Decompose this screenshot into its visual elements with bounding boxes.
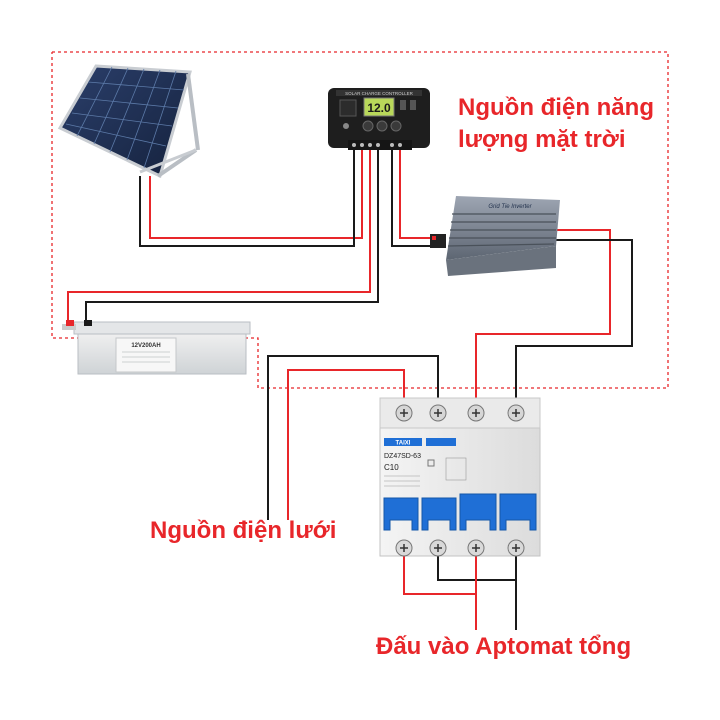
wire-controller-inverter-red xyxy=(399,150,440,239)
charge-controller: SOLAR CHARGE CONTROLLER 12.0 xyxy=(328,88,430,150)
breaker-brand-text: TAIXI xyxy=(396,441,411,447)
solar-panel xyxy=(57,64,200,179)
breaker-rating-text: C10 xyxy=(384,463,399,472)
wire-output-1 xyxy=(403,556,477,630)
solar-source-label: Nguồn điện năng lượng mặt trời xyxy=(458,92,654,156)
controller-header-text: SOLAR CHARGE CONTROLLER xyxy=(345,91,414,96)
controller-display-text: 12.0 xyxy=(367,101,391,115)
wire-controller-battery-black xyxy=(85,150,379,326)
battery: 12V200AH xyxy=(62,320,251,375)
wire-inverter-breaker-red xyxy=(475,229,611,402)
main-breaker-input-label: Đấu vào Aptomat tổng xyxy=(376,633,632,660)
solar-system-dotted-border xyxy=(51,51,669,389)
battery-label-text: 12V200AH xyxy=(131,343,160,349)
wire-panel-controller-red xyxy=(149,150,363,239)
wire-inverter-breaker-black xyxy=(515,239,633,402)
grid-source-label: Nguồn điện lưới xyxy=(150,517,337,544)
wire-controller-battery-red xyxy=(67,150,371,326)
solar-source-label-line2: lượng mặt trời xyxy=(458,126,626,153)
wire-controller-inverter-black xyxy=(391,150,440,247)
inverter-label-text: Grid Tie Inverter xyxy=(488,204,532,210)
circuit-breaker: TAIXI DZ47SD-63 C10 xyxy=(379,397,541,557)
wire-panel-controller-black xyxy=(139,150,355,247)
breaker-model-text: DZ47SD-63 xyxy=(384,453,421,460)
grid-tie-inverter: Grid Tie Inverter xyxy=(430,196,560,276)
solar-source-label-line1: Nguồn điện năng xyxy=(458,94,654,121)
wire-grid-breaker-red xyxy=(287,369,405,520)
wire-grid-breaker-black xyxy=(267,355,439,520)
